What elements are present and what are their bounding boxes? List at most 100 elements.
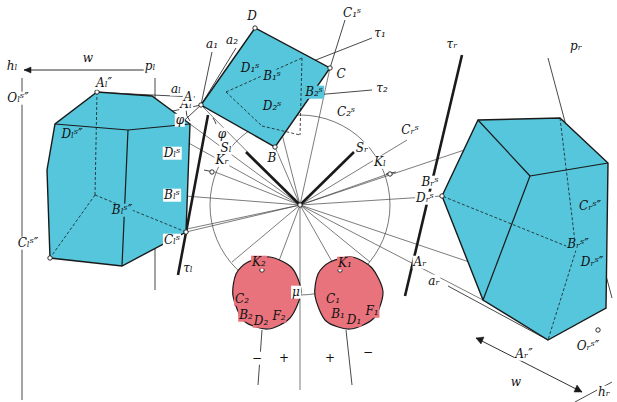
point-label: B₂ˢ — [304, 86, 324, 99]
point-label: Dₗˢ″ — [60, 128, 83, 141]
hidden-edge — [226, 58, 302, 92]
point-label: D₁ — [346, 314, 362, 327]
point-label: + — [324, 352, 336, 365]
point-label: Sₗ — [219, 142, 232, 155]
point-label: φ — [175, 114, 185, 127]
point-label: w — [82, 52, 94, 65]
dimension-arrowhead — [476, 337, 484, 344]
point-label: τₗ — [182, 262, 194, 275]
angle-arc — [186, 109, 190, 121]
point-label: C₁ˢ — [342, 7, 362, 20]
point-label: a₂ — [225, 34, 239, 47]
point-label: B₁ — [330, 308, 346, 321]
point-label: Dₗˢ — [163, 147, 182, 160]
point-label: Sᵣ — [355, 142, 369, 155]
projection-ray — [185, 196, 300, 205]
point-label: τ₂ — [375, 82, 388, 95]
construction-line — [346, 330, 352, 385]
point-label: aₗ — [170, 83, 182, 96]
point-mark — [199, 103, 203, 107]
point-label: C — [335, 68, 346, 81]
cube-view — [201, 28, 330, 147]
point-label: Bₗˢ — [163, 189, 181, 202]
point-mark — [260, 268, 264, 272]
point-label: aᵣ — [427, 275, 440, 288]
point-label: B₂ — [238, 309, 254, 322]
point-label: Oᵣˢ″ — [576, 340, 601, 353]
point-label: pᵣ — [569, 40, 583, 53]
hidden-edge — [442, 196, 576, 250]
construction-line — [575, 382, 612, 402]
point-label: C₂ — [234, 293, 250, 306]
point-label: Cᵣˢ″ — [578, 200, 602, 213]
dimension-arrowhead — [24, 67, 31, 73]
projection-ray — [300, 68, 330, 205]
point-label: + — [278, 352, 290, 365]
point-label: Bᵣˢ″ — [566, 238, 590, 251]
point-label: F₁ — [364, 305, 379, 318]
point-mark — [273, 145, 277, 149]
point-mark — [184, 230, 188, 234]
hidden-edge — [300, 58, 302, 135]
point-mark — [48, 256, 52, 260]
hidden-edge — [50, 195, 95, 258]
hidden-edge — [560, 118, 576, 250]
point-label: F₂ — [271, 310, 286, 323]
point-mark — [388, 172, 392, 176]
trace-line — [246, 152, 300, 205]
point-label: Aᵣ″ — [514, 348, 533, 361]
hidden-edge — [262, 126, 300, 135]
cube-edge — [122, 130, 128, 266]
point-label: pₗ — [144, 60, 157, 73]
trace-line — [300, 152, 354, 205]
projection-ray — [275, 147, 300, 205]
point-label: Kₗ — [373, 156, 387, 169]
hidden-edge — [50, 58, 576, 340]
cube-edge — [478, 120, 530, 176]
point-mark — [596, 328, 600, 332]
point-label: K₁ — [337, 257, 353, 270]
point-label: Oₗˢ″ — [6, 92, 29, 105]
point-label: C₂ˢ — [336, 106, 356, 119]
point-label: K₂ — [251, 256, 267, 269]
dimension-arrowhead — [574, 385, 582, 392]
point-label: a₁ — [205, 38, 219, 51]
point-label: Bᵣˢ — [420, 176, 439, 189]
cube-view — [47, 92, 190, 266]
cube-view — [442, 118, 608, 340]
point-label: B — [267, 152, 278, 165]
eye-shape — [315, 257, 383, 329]
point-label: w — [510, 376, 522, 389]
point-label: τᵣ — [446, 38, 459, 51]
point-label: D₁ˢ — [240, 62, 260, 75]
point-label: D₂ — [253, 315, 269, 328]
point-label: − — [251, 352, 263, 365]
hidden-edge — [548, 250, 576, 340]
projection-ray — [186, 205, 300, 232]
point-label: φ — [217, 128, 227, 141]
point-label: hᵣ — [597, 386, 611, 399]
point-mark — [210, 170, 214, 174]
projection-ray — [232, 205, 300, 262]
hidden-edge — [95, 92, 97, 195]
point-mark — [440, 194, 444, 198]
construction-line — [330, 20, 345, 68]
point-label: Dᵣˢ″ — [580, 256, 604, 269]
point-label: τ₁ — [373, 27, 386, 40]
hidden-edge — [226, 92, 262, 126]
projection-ray — [300, 140, 407, 205]
construction-line — [22, 20, 612, 402]
point-label: Kᵣ — [214, 154, 229, 167]
cube-edge — [483, 176, 530, 300]
point-label: Dᵣˢ — [415, 192, 435, 205]
point-label: B₁ˢ — [262, 70, 282, 83]
point-label: Cᵣˢ — [400, 124, 419, 137]
cube-edge — [530, 163, 608, 176]
point-mark — [298, 203, 302, 207]
point-label: Cₗˢ — [163, 234, 181, 247]
point-label: D₂ˢ — [262, 100, 282, 113]
point-label: C₁ — [325, 293, 341, 306]
point-mark — [95, 90, 99, 94]
point-label: μ — [291, 286, 301, 299]
